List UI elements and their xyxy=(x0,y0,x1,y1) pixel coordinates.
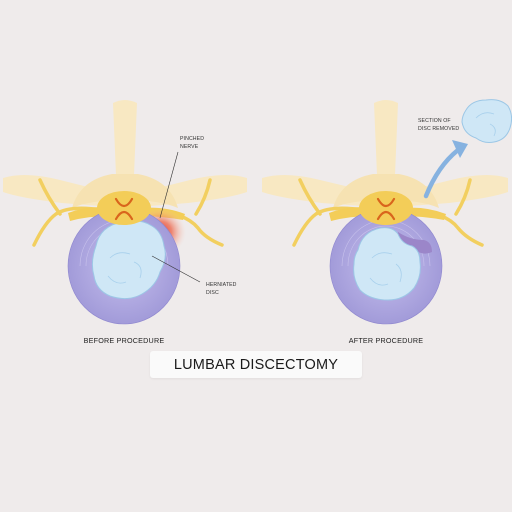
after-nerve-root-left xyxy=(292,178,366,247)
before-transverse-process-right xyxy=(150,174,247,206)
herniated-disc-leader xyxy=(151,255,201,283)
after-removed-section-gap xyxy=(396,232,432,254)
after-vertebra-group xyxy=(262,99,512,325)
before-transverse-process-left xyxy=(3,174,100,206)
before-vertebra-group xyxy=(3,100,247,325)
pinched-nerve-label-line1: PINCHED xyxy=(180,136,204,142)
before-spinous-process xyxy=(113,100,137,175)
pinched-nerve-label-line2: NERVE xyxy=(180,144,199,150)
before-procedure-caption: BEFORE PROCEDURE xyxy=(84,336,165,345)
before-lamina-arch xyxy=(72,174,178,208)
section-removed-label-line1: SECTION OF xyxy=(418,118,451,124)
herniated-disc-label-line1: HERNIATED xyxy=(206,282,237,288)
before-nerve-root-left xyxy=(32,178,104,247)
after-procedure-caption: AFTER PROCEDURE xyxy=(349,336,423,345)
before-spinal-cord xyxy=(97,191,151,225)
after-spinal-cord xyxy=(359,191,413,225)
page-title: LUMBAR DISCECTOMY xyxy=(173,356,339,373)
after-spinous-process xyxy=(374,100,398,175)
removed-disc-fragment xyxy=(461,99,512,143)
after-remaining-nucleus xyxy=(353,227,421,301)
removal-arrow-icon xyxy=(423,147,461,199)
herniated-disc-label-line2: DISC xyxy=(206,290,219,296)
title-banner: LUMBAR DISCECTOMY xyxy=(150,351,362,378)
section-removed-label-line2: DISC REMOVED xyxy=(418,126,459,132)
pinched-nerve-leader xyxy=(159,151,179,219)
